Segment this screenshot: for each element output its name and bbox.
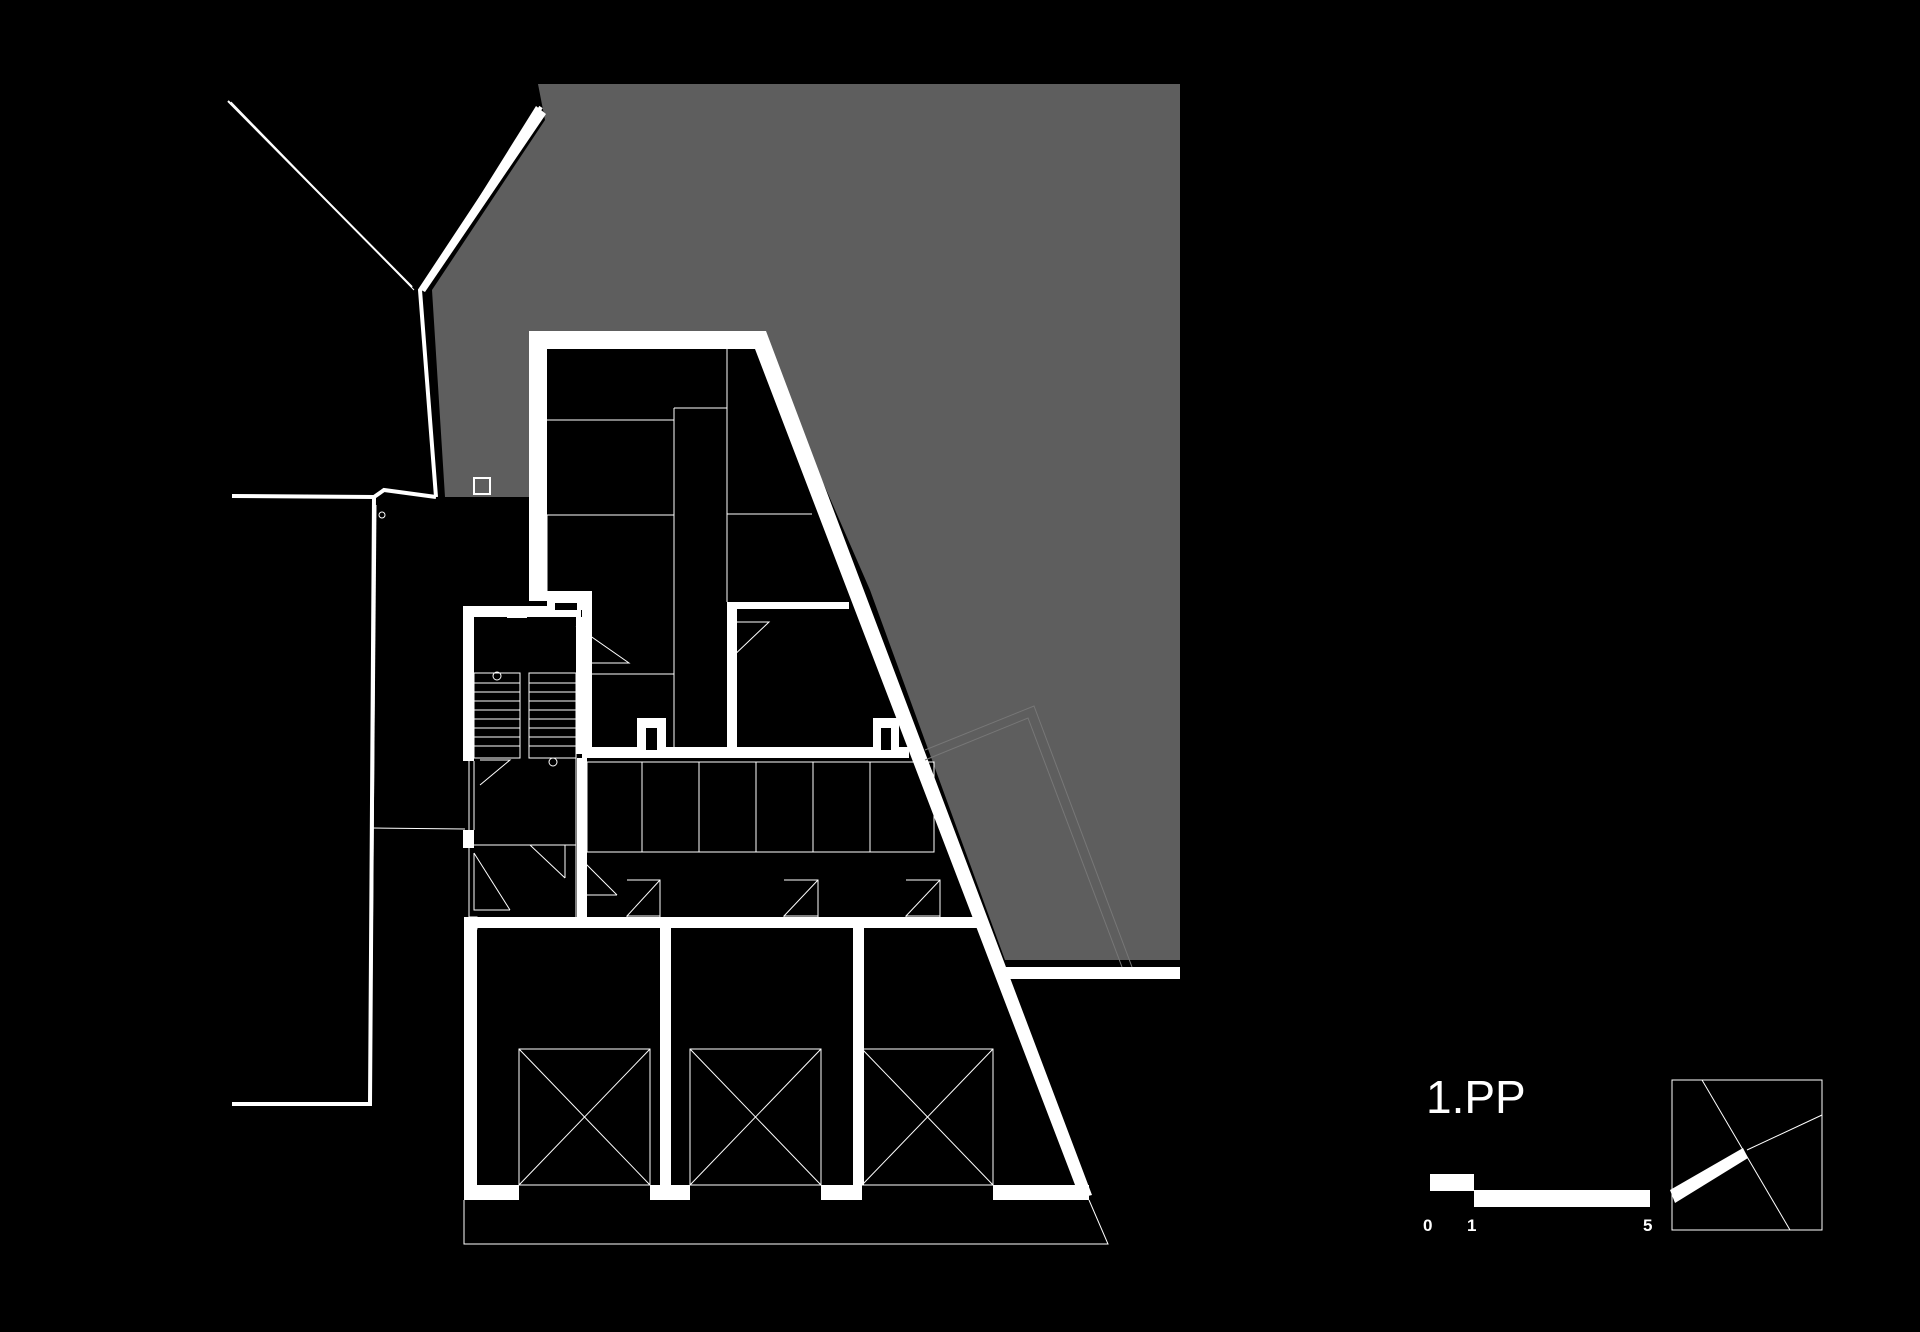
scale-label-5: 5 bbox=[1643, 1216, 1652, 1235]
scale-label-1: 1 bbox=[1467, 1216, 1476, 1235]
drawing-title: 1.PP bbox=[1426, 1071, 1526, 1123]
scale-label-0: 0 bbox=[1423, 1216, 1432, 1235]
site-boundary bbox=[227, 100, 546, 1106]
building-walls bbox=[463, 331, 1180, 1200]
column-block bbox=[473, 477, 491, 495]
scale-bar: 0 1 5 bbox=[1423, 1174, 1652, 1235]
key-plan bbox=[1670, 1079, 1823, 1231]
interior-thin-lines bbox=[468, 349, 941, 930]
ground-outline bbox=[463, 1199, 1109, 1245]
parking-bays bbox=[518, 1048, 994, 1186]
ramp-outline bbox=[924, 705, 1133, 968]
exterior-grey-area bbox=[432, 84, 1180, 960]
